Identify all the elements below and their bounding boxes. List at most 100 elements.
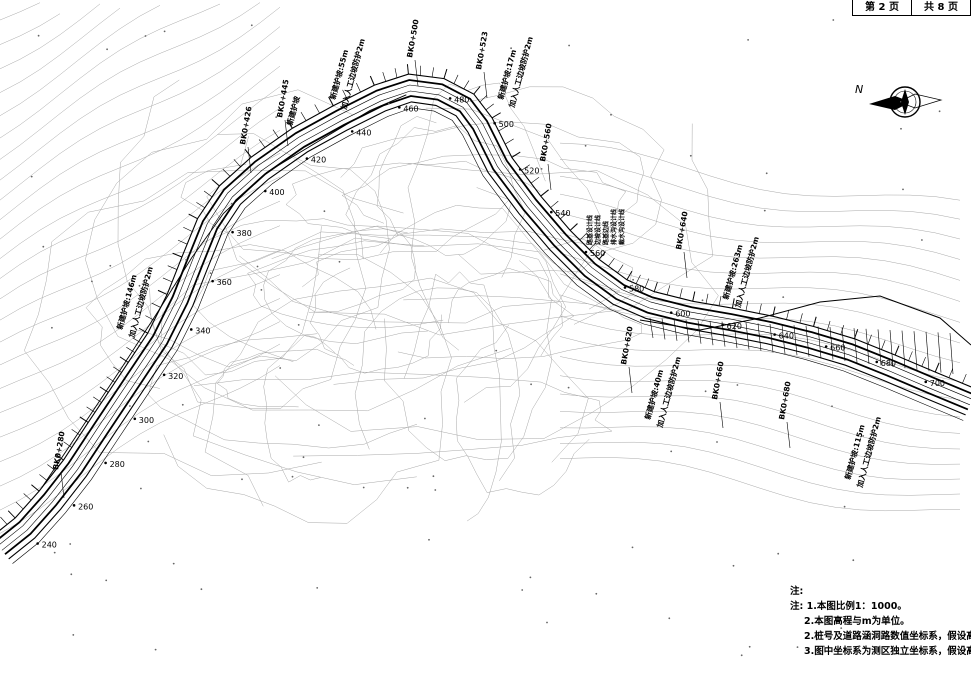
- spot-point: [388, 103, 390, 105]
- hatch-line: [674, 319, 677, 341]
- road-line-1: [0, 80, 971, 542]
- hatch-line: [962, 374, 966, 383]
- spot-point: [902, 189, 904, 191]
- chainage-tick: 320: [163, 372, 184, 381]
- hatch-line: [492, 113, 501, 118]
- spot-point: [782, 296, 784, 298]
- hatch-line: [693, 291, 695, 301]
- spot-point: [764, 210, 766, 212]
- station-leader: [415, 60, 418, 86]
- chainage-tick: 400: [264, 188, 285, 197]
- hatch-line: [922, 357, 926, 366]
- spot-point: [363, 487, 365, 489]
- chainage-tick: 280: [104, 460, 125, 469]
- station-label: BK0+280: [51, 431, 67, 471]
- hatch-line: [464, 81, 469, 89]
- hatch-line: [654, 282, 657, 292]
- spot-point: [622, 227, 624, 229]
- spot-point: [210, 272, 212, 274]
- chainage-label: 240: [42, 541, 57, 550]
- hatch-line: [512, 152, 520, 157]
- hatch-line: [608, 258, 614, 266]
- slope-top-line: [640, 296, 971, 345]
- hatch-line: [541, 190, 549, 196]
- north-arrow-icon: N: [855, 83, 941, 117]
- chainage-tick: 480: [449, 95, 470, 104]
- chainage-label: 580: [629, 285, 644, 294]
- contour-line: [0, 7, 280, 180]
- contour-line: [0, 66, 280, 239]
- station-leader: [629, 367, 632, 393]
- spot-point: [257, 266, 259, 268]
- spot-point: [31, 176, 33, 178]
- contour-line: [560, 394, 960, 449]
- chainage-label: 420: [311, 156, 326, 165]
- notes-title: 注:: [790, 584, 971, 599]
- hatch-line: [706, 294, 708, 304]
- hatch-line: [618, 265, 624, 273]
- spot-point: [251, 24, 253, 26]
- hatch-line: [636, 275, 640, 284]
- spot-point: [844, 506, 846, 508]
- hatch-line: [902, 331, 905, 369]
- spot-point: [521, 589, 523, 591]
- spot-point: [433, 475, 435, 477]
- hatch-line: [759, 304, 761, 314]
- hatch-line: [881, 340, 885, 349]
- chainage-label: 460: [403, 104, 418, 113]
- hatch-line: [189, 214, 198, 219]
- chainage-label: 680: [881, 359, 896, 368]
- spot-point: [741, 654, 743, 656]
- page-number: 第 2 页: [853, 0, 911, 15]
- station-label: BK0+523: [474, 31, 490, 71]
- hatch-line: [168, 266, 177, 270]
- road-line-3: [2, 91, 970, 550]
- chainage-label: 440: [356, 128, 371, 137]
- hatch-line: [531, 177, 539, 183]
- chainage-tick: 380: [231, 229, 252, 238]
- station-leader: [61, 472, 64, 498]
- chainage-label: 380: [237, 229, 252, 238]
- chainage-label: 500: [499, 120, 514, 129]
- spot-point: [670, 451, 672, 453]
- spot-point: [747, 39, 749, 41]
- terrain-contours: [0, 3, 960, 534]
- hatch-line: [746, 301, 748, 311]
- spot-point: [424, 418, 426, 420]
- contour-line: [560, 316, 960, 382]
- contour-line: [560, 274, 960, 343]
- hatch-line: [938, 332, 941, 372]
- hatch-line: [16, 502, 23, 509]
- spot-point: [339, 261, 341, 263]
- spot-point: [716, 441, 718, 443]
- spot-point: [42, 246, 44, 248]
- hatch-line: [480, 95, 487, 102]
- hatch-line: [580, 233, 587, 240]
- spot-point: [478, 66, 480, 68]
- note-line-3: 2.桩号及道路涵洞路数值坐标系，假设高程基准。: [790, 629, 971, 644]
- hatch-line: [454, 75, 458, 84]
- road-line-0: [0, 74, 971, 537]
- hatch-line: [383, 72, 386, 81]
- spot-point: [737, 384, 739, 386]
- hatch-line: [895, 346, 899, 355]
- contour-line: [0, 14, 60, 45]
- hatch-line: [800, 313, 802, 323]
- spot-point: [568, 387, 570, 389]
- hatch-line: [813, 317, 816, 327]
- spot-point: [668, 617, 670, 619]
- spot-point: [632, 547, 634, 549]
- spot-point: [164, 31, 166, 33]
- contour-line: [0, 250, 280, 412]
- contour-line: [560, 143, 960, 200]
- hatch-line: [173, 253, 182, 257]
- spot-point: [70, 573, 72, 575]
- hatch-line: [173, 253, 182, 257]
- station-label: BK0+660: [710, 361, 726, 401]
- hatch-line: [486, 104, 494, 110]
- hatch-line: [163, 278, 172, 282]
- spot-point: [921, 239, 923, 241]
